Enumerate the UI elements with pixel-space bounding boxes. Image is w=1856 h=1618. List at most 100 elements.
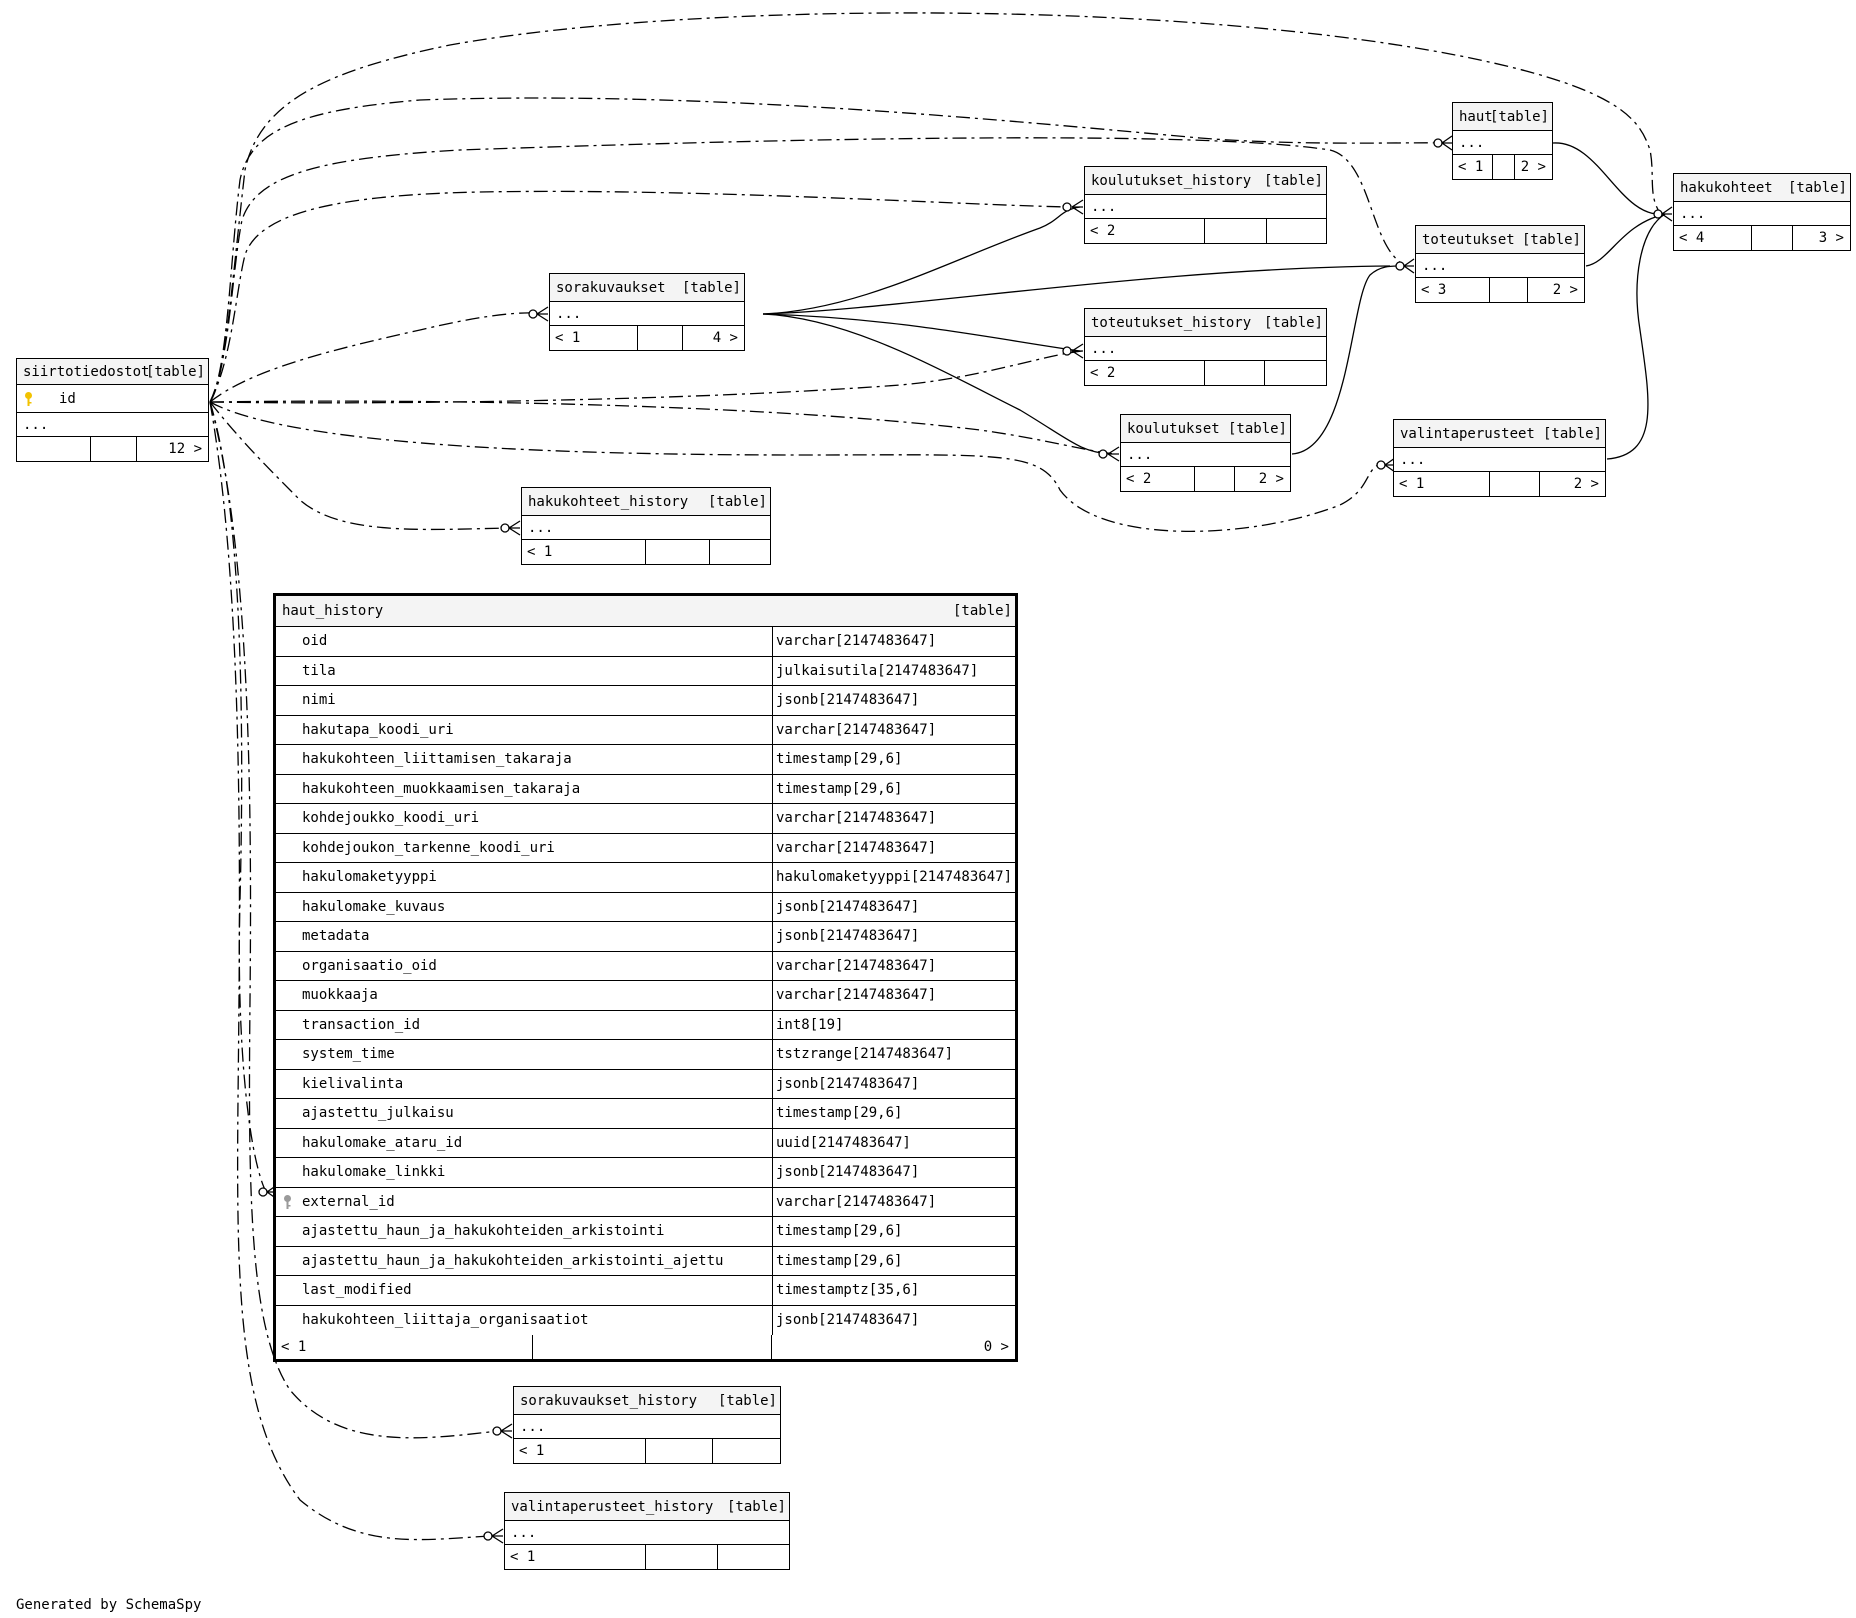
table-tag: [table] — [1263, 172, 1323, 189]
children-count: 2 > — [1258, 471, 1284, 487]
table-valintaperusteet[interactable]: valintaperusteet [table] ... < 1 2 > — [1393, 419, 1606, 497]
children-count: 3 > — [1818, 230, 1844, 246]
table-siirtotiedostot[interactable]: siirtotiedostot [table] id ... 12 > — [16, 358, 209, 462]
table-ellipsis-row: ... — [1416, 254, 1584, 278]
table-ellipsis-row: ... — [514, 1415, 780, 1439]
column-name: muokkaaja — [302, 987, 378, 1004]
table-hakukohteet[interactable]: hakukohteet [table] ... < 4 3 > — [1673, 173, 1851, 251]
column-name: ajastettu_julkaisu — [302, 1105, 454, 1122]
table-tag: [table] — [717, 1392, 777, 1409]
table-footer: < 1 2 > — [1394, 472, 1605, 496]
table-footer: < 1 — [505, 1545, 789, 1569]
table-koulutukset[interactable]: koulutukset [table] ... < 2 2 > — [1120, 414, 1291, 492]
column-divider — [772, 686, 773, 715]
rel-sorakuvaukset-koulutukset-history — [762, 206, 1081, 315]
column-divider — [772, 1187, 773, 1216]
column-divider — [772, 892, 773, 921]
column-name: kohdejoukko_koodi_uri — [302, 810, 480, 827]
table-sorakuvaukset-history[interactable]: sorakuvaukset_history [table] ... < 1 — [513, 1386, 781, 1464]
fk-line-siirtotiedostot-sorakuvaukset — [209, 312, 536, 403]
ellipsis: ... — [1422, 257, 1448, 274]
table-hakukohteet-history[interactable]: hakukohteet_history [table] ... < 1 — [521, 487, 771, 565]
table-name: hakukohteet_history — [528, 493, 689, 510]
table-tag: [table] — [952, 603, 1012, 619]
column-divider — [772, 1276, 773, 1305]
table-footer: < 2 — [1085, 219, 1326, 243]
parents-count: < 1 — [519, 1443, 545, 1459]
column-name: oid — [302, 633, 328, 650]
fk-line-siirtotiedostot-haut-history — [209, 401, 267, 1193]
column-type: jsonb[2147483647] — [776, 1312, 920, 1329]
column-type: jsonb[2147483647] — [776, 928, 920, 945]
children-count: 12 > — [168, 441, 202, 457]
ellipsis: ... — [528, 519, 554, 536]
table-name: siirtotiedostot — [23, 363, 150, 380]
table-ellipsis-row: ... — [505, 1521, 789, 1545]
table-tag: [table] — [1542, 425, 1602, 442]
table-sorakuvaukset[interactable]: sorakuvaukset [table] ... < 1 4 > — [549, 273, 745, 351]
table-haut-history[interactable]: haut_history [table] oid varchar[21474836… — [273, 593, 1018, 1362]
table-footer: < 1 — [522, 540, 770, 564]
table-name: haut — [1459, 108, 1493, 125]
table-header: haut [table] — [1453, 103, 1552, 131]
table-name: hakukohteet — [1680, 179, 1773, 196]
column-name: hakukohteen_liittamisen_takaraja — [302, 751, 572, 768]
ellipsis: ... — [1091, 340, 1117, 357]
column-row: oid varchar[2147483647] — [276, 627, 1015, 657]
column-type: varchar[2147483647] — [776, 957, 937, 974]
column-row: organisaatio_oid varchar[2147483647] — [276, 951, 1015, 981]
column-name: organisaatio_oid — [302, 957, 437, 974]
column-divider — [772, 981, 773, 1010]
column-type: julkaisutila[2147483647] — [776, 662, 979, 679]
column-divider — [772, 656, 773, 685]
table-ellipsis-row: ... — [1085, 195, 1326, 219]
column-type: varchar[2147483647] — [776, 633, 937, 650]
column-type: varchar[2147483647] — [776, 721, 937, 738]
column-row: hakutapa_koodi_uri varchar[2147483647] — [276, 715, 1015, 745]
primary-key-icon — [25, 391, 32, 406]
fk-line-siirtotiedostot-toteutukset-history — [209, 350, 1083, 404]
parents-count: < 1 — [1399, 476, 1425, 492]
column-type: tstzrange[2147483647] — [776, 1046, 954, 1063]
table-header: sorakuvaukset [table] — [550, 274, 744, 302]
table-koulutukset-history[interactable]: koulutukset_history [table] ... < 2 — [1084, 166, 1327, 244]
table-toteutukset[interactable]: toteutukset [table] ... < 3 2 > — [1415, 225, 1585, 303]
table-valintaperusteet-history[interactable]: valintaperusteet_history [table] ... < 1 — [504, 1492, 790, 1570]
column-name: kielivalinta — [302, 1075, 404, 1092]
rel-sorakuvaukset-koulutukset — [762, 313, 1111, 455]
table-ellipsis-row: ... — [1453, 131, 1552, 155]
column-type: varchar[2147483647] — [776, 1193, 937, 1210]
column-divider — [772, 1040, 773, 1069]
table-header: haut_history [table] — [276, 596, 1015, 627]
column-divider — [772, 745, 773, 774]
fk-line-siirtotiedostot-koulutukset-history — [209, 190, 1071, 403]
column-name: hakutapa_koodi_uri — [302, 721, 454, 738]
table-ellipsis-row: ... — [522, 516, 770, 540]
column-divider — [772, 951, 773, 980]
column-type: int8[19] — [776, 1016, 844, 1033]
table-ellipsis-row: ... — [1674, 202, 1850, 226]
parents-count: < 1 — [510, 1549, 536, 1565]
parents-count: < 4 — [1679, 230, 1705, 246]
rel-sorakuvaukset-toteutukset-history — [762, 313, 1081, 352]
table-header: hakukohteet_history [table] — [522, 488, 770, 516]
table-header: valintaperusteet_history [table] — [505, 1493, 789, 1521]
fk-line-siirtotiedostot-valintaperusteet-history — [209, 401, 491, 1541]
fk-line-siirtotiedostot-haut — [209, 97, 1441, 403]
column-type: timestamp[29,6] — [776, 780, 903, 797]
table-footer: 12 > — [17, 437, 208, 461]
table-header: toteutukset_history [table] — [1085, 309, 1326, 337]
table-haut[interactable]: haut [table] ... < 1 2 > — [1452, 102, 1553, 180]
table-tag: [table] — [1263, 314, 1323, 331]
table-toteutukset-history[interactable]: toteutukset_history [table] ... < 2 — [1084, 308, 1327, 386]
table-header: hakukohteet [table] — [1674, 174, 1850, 202]
foreign-key-icon — [284, 1194, 291, 1209]
